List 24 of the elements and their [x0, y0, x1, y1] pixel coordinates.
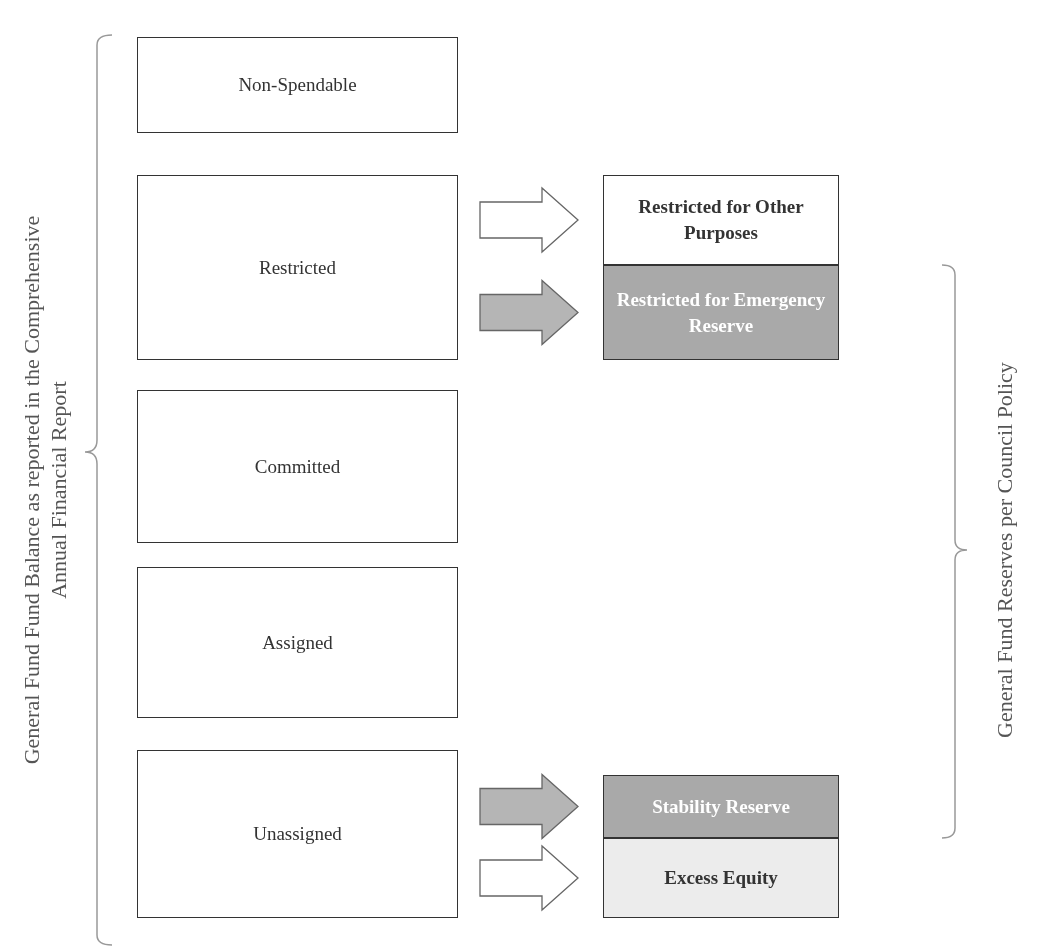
- box-label: Excess Equity: [663, 866, 779, 891]
- category-box: [137, 390, 458, 543]
- category-box: [137, 175, 458, 360]
- block-arrow: [479, 844, 579, 912]
- box-label: Stability Reserve: [651, 794, 791, 819]
- box-label: Assigned: [261, 630, 334, 655]
- block-arrow: [479, 279, 579, 346]
- box-label: Restricted for Other Purposes: [637, 195, 805, 245]
- block-arrow: [479, 186, 579, 254]
- box-label: Unassigned: [252, 822, 343, 847]
- category-box: [603, 175, 839, 265]
- category-box: [137, 567, 458, 718]
- box-label: Committed: [253, 454, 342, 479]
- category-box: [603, 838, 839, 918]
- box-label: Non-Spendable: [237, 73, 358, 98]
- box-label: Restricted: [258, 255, 337, 280]
- box-label: Restricted for Emergency Reserve: [615, 287, 827, 338]
- category-box: [137, 750, 458, 918]
- category-box: [603, 775, 839, 838]
- category-box: [603, 265, 839, 360]
- block-arrow: [479, 773, 579, 840]
- category-box: [137, 37, 458, 133]
- bracket-label: General Fund Fund Balance as reported in the Comprehensive Annual Financial Report: [17, 214, 72, 767]
- bracket-label: General Fund Reserves per Council Policy: [991, 361, 1019, 740]
